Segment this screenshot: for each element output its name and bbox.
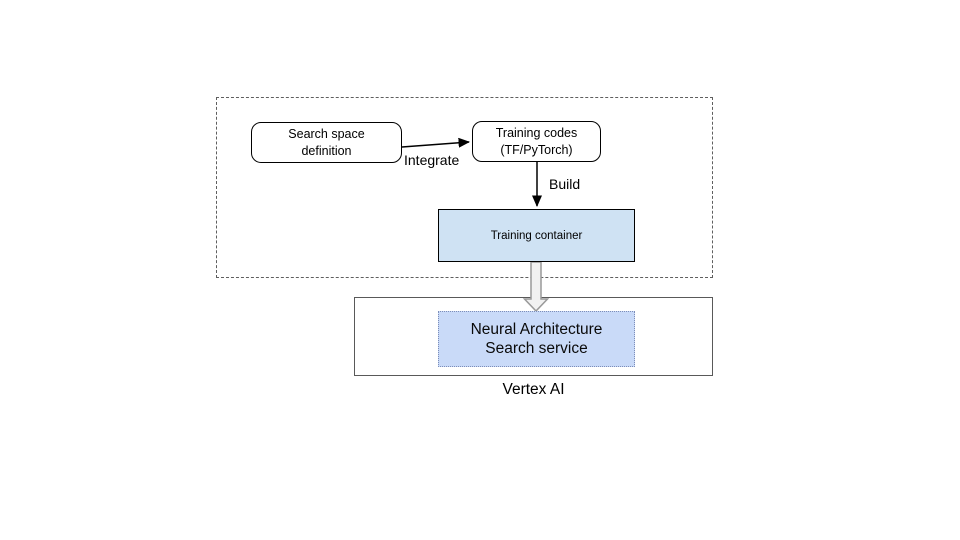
- vertex-ai-label: Vertex AI: [502, 381, 565, 398]
- build-edge-label: Build: [549, 176, 581, 192]
- integrate-edge-label: Integrate: [404, 152, 460, 168]
- training-codes-box: Training codes (TF/PyTorch): [472, 121, 601, 162]
- training-container-box: Training container: [438, 209, 635, 262]
- search-space-definition-label: Search space definition: [288, 127, 365, 158]
- nas-service-box: Neural Architecture Search service: [438, 311, 635, 367]
- search-space-definition-box: Search space definition: [251, 122, 402, 163]
- training-codes-label: Training codes (TF/PyTorch): [495, 126, 578, 157]
- training-container-label: Training container: [490, 229, 583, 242]
- nas-service-label: Neural Architecture Search service: [470, 320, 603, 357]
- dashed-build-phase-container: [216, 97, 713, 278]
